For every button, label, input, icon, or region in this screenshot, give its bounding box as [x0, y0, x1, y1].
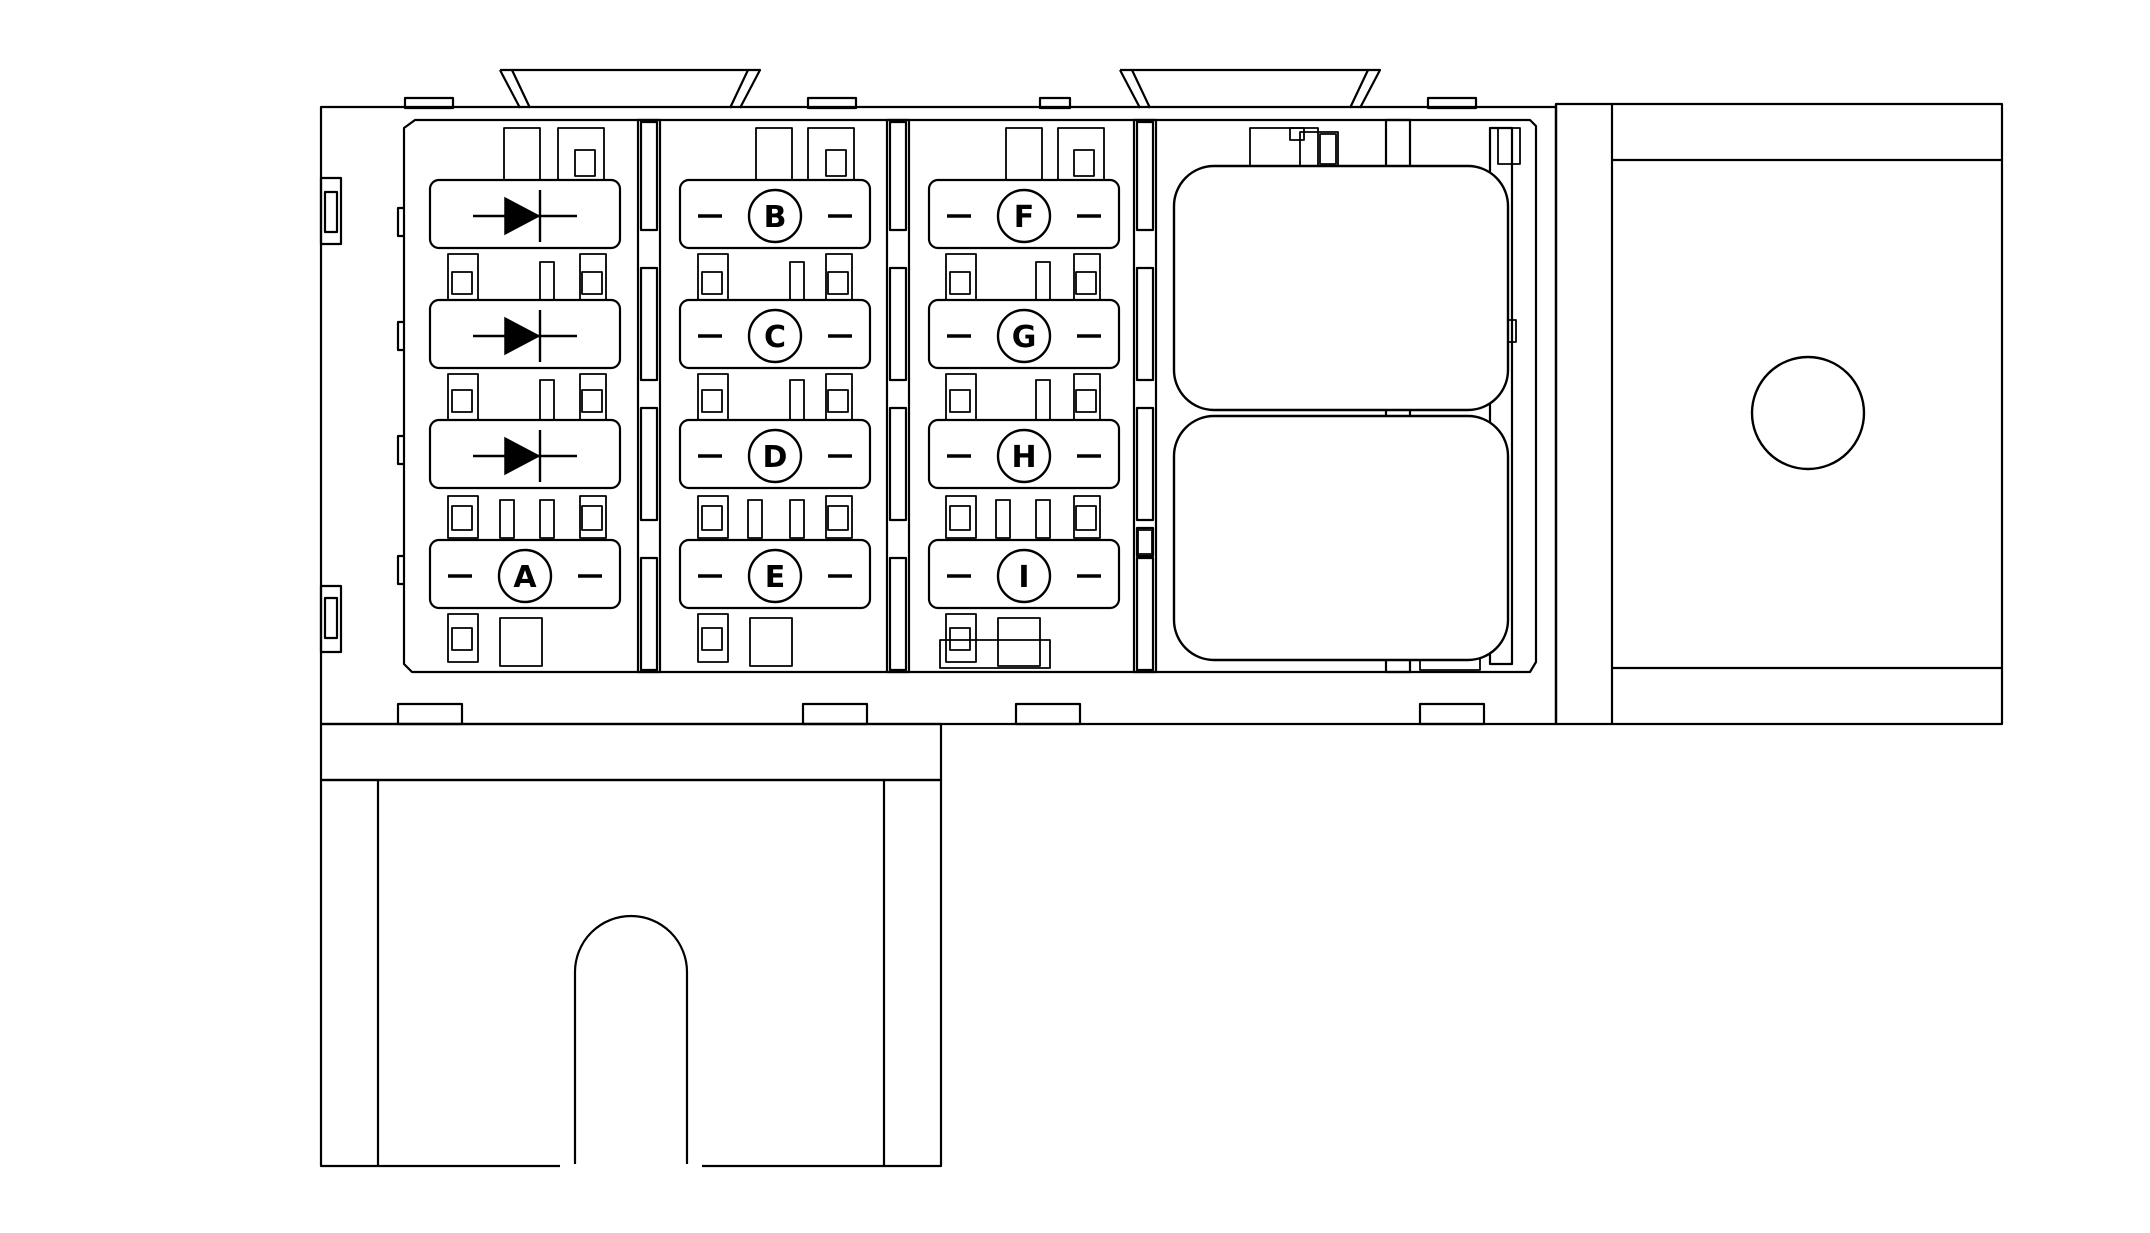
fuse-slot-f[interactable]: F [927, 178, 1121, 250]
fuse-label-circle [747, 308, 803, 364]
fuse-label-circle [497, 548, 553, 604]
fuse-slot-e[interactable]: E [678, 538, 872, 610]
mounting-bracket [319, 722, 943, 1168]
fuse-label-circle [996, 308, 1052, 364]
side-cover [1554, 102, 2004, 726]
diode-icon [473, 310, 577, 362]
fuse-label-g: G [1012, 320, 1037, 355]
fuse-label-circle [747, 428, 803, 484]
fuse-slot-b[interactable]: B [678, 178, 872, 250]
relay-group [1172, 164, 1510, 662]
fuse-slot-g[interactable]: G [927, 298, 1121, 370]
fuse-label-b: B [764, 200, 787, 235]
diode-icon [473, 430, 577, 482]
fuse-label-h: H [1011, 440, 1036, 475]
diode-icon [473, 190, 577, 242]
fuse-label-i: I [1018, 560, 1029, 595]
mounting-hole-icon [1750, 355, 1866, 471]
fuse-label-circle [747, 548, 803, 604]
diode-slot[interactable] [428, 178, 622, 250]
fuse-label-circle [996, 428, 1052, 484]
fuse-slot-i[interactable]: I [927, 538, 1121, 610]
fuse-slot-h[interactable]: H [927, 418, 1121, 490]
fuse-label-circle [996, 548, 1052, 604]
column-dividers [636, 118, 1514, 674]
fuse-label-circle [747, 188, 803, 244]
fuse-slot-d[interactable]: D [678, 418, 872, 490]
fuse-slot-a[interactable]: A [428, 538, 622, 610]
diode-slot[interactable] [428, 298, 622, 370]
diode-slot[interactable] [428, 418, 622, 490]
fuse-label-a: A [513, 560, 537, 595]
fuse-label-d: D [763, 440, 788, 475]
relay-lower[interactable] [1172, 414, 1510, 662]
fuse-slot-c[interactable]: C [678, 298, 872, 370]
fuse-label-circle [996, 188, 1052, 244]
fuse-label-c: C [764, 320, 786, 355]
fuse-label-f: F [1014, 200, 1035, 235]
terminal-details [447, 127, 1521, 671]
relay-upper[interactable] [1172, 164, 1510, 412]
fuse-label-e: E [765, 560, 786, 595]
bracket-slot [573, 914, 689, 1166]
